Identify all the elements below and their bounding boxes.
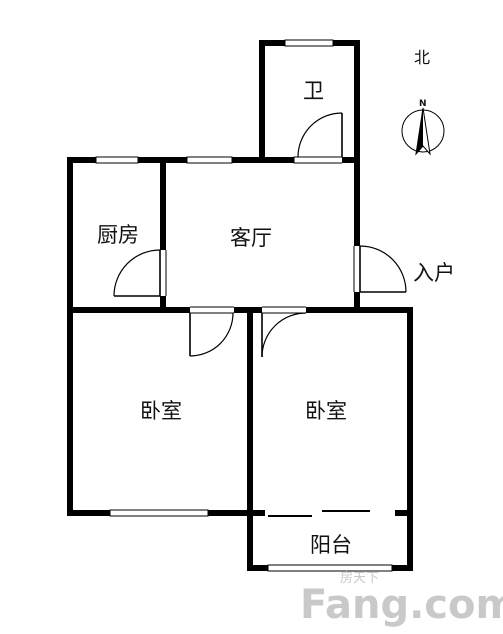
north-label: 北 <box>414 48 430 67</box>
bathroom-label: 卫 <box>303 79 324 103</box>
bedroom-left-window <box>109 509 209 517</box>
balcony-window <box>267 564 393 572</box>
bedroom-right-label: 卧室 <box>305 399 347 423</box>
windows <box>95 39 393 572</box>
bedroom-left-door-gap <box>190 305 234 315</box>
bathroom-door <box>297 112 343 158</box>
walls <box>67 40 413 571</box>
bedroom-right-door-gap <box>262 305 306 315</box>
watermark-logo-text: Fang.com <box>300 582 503 628</box>
fang-watermark: 房天下 Fang.com <box>300 570 503 628</box>
watermark-small-text: 房天下 <box>340 570 379 586</box>
doors <box>113 112 407 358</box>
living-room-label: 客厅 <box>230 226 272 250</box>
compass-needle-letter: N <box>419 99 427 109</box>
kitchen-door <box>113 249 161 297</box>
bedroom-right-walls <box>247 307 413 571</box>
living-window-1 <box>186 156 233 164</box>
kitchen-door-gap <box>158 250 168 296</box>
balcony-sliding-door <box>268 510 370 517</box>
bedroom-left-label: 卧室 <box>140 399 182 423</box>
entrance-door <box>359 245 407 293</box>
bathroom-window <box>284 39 334 47</box>
entrance-door-gap <box>352 246 362 292</box>
entrance-label: 入户 <box>413 261 455 285</box>
bathroom-door-gap <box>296 155 342 165</box>
kitchen-label: 厨房 <box>97 223 139 247</box>
kitchen-window <box>95 156 139 164</box>
bedroom-right-door <box>261 312 307 358</box>
balcony-label: 阳台 <box>310 533 352 557</box>
bedroom-left-door <box>189 312 234 357</box>
compass: 北 N <box>401 48 445 156</box>
